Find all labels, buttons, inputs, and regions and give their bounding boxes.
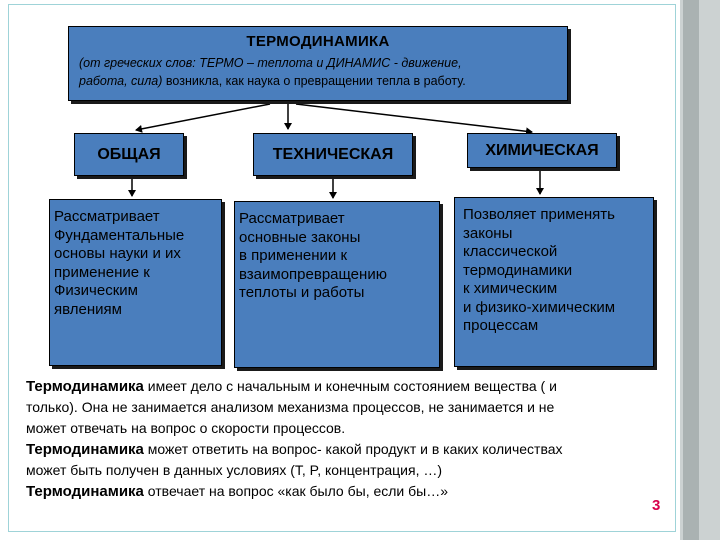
footnote-paragraph-1: Термодинамика имеет дело с начальным и к… xyxy=(26,378,557,436)
footnote-text: Термодинамика имеет дело с начальным и к… xyxy=(26,376,676,502)
description-line: взаимопревращению xyxy=(239,265,387,283)
subtitle-line-1: (от греческих слов: ТЕРМО – теплота и ДИ… xyxy=(79,56,462,70)
footnote-paragraph-3: Термодинамика отвечает на вопрос «как бы… xyxy=(26,483,449,500)
category-chemical: ХИМИЧЕСКАЯ xyxy=(467,133,617,168)
category-technical: ТЕХНИЧЕСКАЯ xyxy=(253,133,413,176)
description-line: и физико-химическим xyxy=(463,298,616,316)
description-technical: Рассматривает основные законы в применен… xyxy=(234,201,440,368)
description-line: явлениям xyxy=(54,300,122,318)
description-line: применение к xyxy=(54,263,150,281)
side-strip-inner xyxy=(683,0,699,540)
subtitle-line-2: работа, сила) возникла, как наука о прев… xyxy=(79,74,466,88)
arrow-title-to-general xyxy=(135,103,271,133)
description-line: Рассматривает xyxy=(54,208,160,225)
description-chemical: Позволяет применять законы классической … xyxy=(454,197,654,367)
description-line: Фундаментальные xyxy=(54,226,185,244)
description-line: Рассматривает xyxy=(239,210,345,227)
arrow-title-to-chemical xyxy=(295,103,533,136)
page-number: 3 xyxy=(652,497,661,514)
diagram-title: ТЕРМОДИНАМИКА xyxy=(246,33,390,50)
description-line: основные законы xyxy=(239,228,361,246)
description-line: процессам xyxy=(463,317,539,334)
description-line: классической xyxy=(463,243,558,260)
category-general-label: ОБЩАЯ xyxy=(97,145,161,163)
description-line: теплоты и работы xyxy=(239,284,365,301)
title-subtitle: (от греческих слов: ТЕРМО – теплота и ДИ… xyxy=(79,54,557,90)
category-general: ОБЩАЯ xyxy=(74,133,184,176)
slide-border xyxy=(8,4,676,532)
description-line: Позволяет применять xyxy=(463,206,615,223)
description-line: в применении к xyxy=(239,247,348,264)
description-line: к химическим xyxy=(463,280,558,297)
description-general: Рассматривает Фундаментальные основы нау… xyxy=(49,199,222,366)
description-line: законы xyxy=(463,224,513,242)
title-box: ТЕРМОДИНАМИКА (от греческих слов: ТЕРМО … xyxy=(68,26,568,101)
description-line: термодинамики xyxy=(463,261,573,279)
category-technical-label: ТЕХНИЧЕСКАЯ xyxy=(272,145,394,163)
category-chemical-label: ХИМИЧЕСКАЯ xyxy=(485,141,599,159)
description-line: Физическим xyxy=(54,282,138,299)
footnote-paragraph-2: Термодинамика может ответить на вопрос- … xyxy=(26,441,563,478)
description-line: основы науки и их xyxy=(54,245,181,262)
